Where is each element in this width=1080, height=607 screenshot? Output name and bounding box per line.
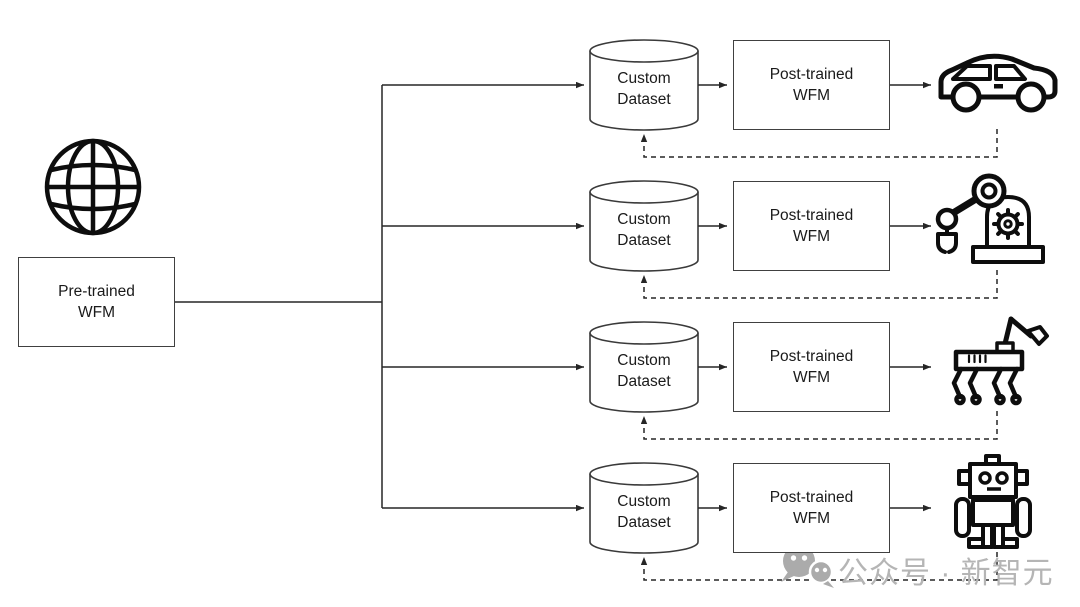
custom-dataset-label-3: Custom Dataset xyxy=(617,352,671,390)
pretrained-wfm-box: Pre-trained WFM xyxy=(18,257,175,347)
quadruped-robot-icon xyxy=(951,316,1049,406)
post-trained-wfm-box-1: Post-trained WFM xyxy=(733,40,890,130)
robot-arm-icon xyxy=(935,173,1045,264)
feedback-loops xyxy=(640,129,998,581)
post-trained-wfm-box-3: Post-trained WFM xyxy=(733,322,890,412)
post-trained-wfm-box-2: Post-trained WFM xyxy=(733,181,890,271)
dataset-cylinder-2 xyxy=(589,180,699,272)
feedback-dashed-line-4 xyxy=(640,552,998,581)
connector-lines xyxy=(175,81,584,512)
watermark-text: 公众号 · 新智元 xyxy=(838,557,1054,590)
wechat-bubbles-icon xyxy=(781,545,834,588)
custom-dataset-label-2: Custom Dataset xyxy=(617,211,671,249)
row-arrows xyxy=(698,81,931,512)
dataset-cylinder-1 xyxy=(589,39,699,131)
dataset-cylinder-3 xyxy=(589,321,699,413)
car-icon xyxy=(938,53,1058,113)
pretrained-wfm-label-line1: Pre-trained xyxy=(58,283,135,300)
humanoid-robot-icon xyxy=(954,454,1032,549)
feedback-dashed-line-1 xyxy=(640,129,998,158)
pretrained-wfm-label-line2: WFM xyxy=(77,304,115,321)
custom-dataset-label-1: Custom Dataset xyxy=(617,70,671,108)
feedback-dashed-line-2 xyxy=(640,270,998,299)
custom-dataset-label-4: Custom Dataset xyxy=(617,493,671,531)
post-trained-wfm-box-4: Post-trained WFM xyxy=(733,463,890,553)
globe-icon xyxy=(44,138,142,236)
dataset-cylinders xyxy=(589,39,699,554)
feedback-dashed-line-3 xyxy=(640,411,998,440)
dataset-cylinder-4 xyxy=(589,462,699,554)
